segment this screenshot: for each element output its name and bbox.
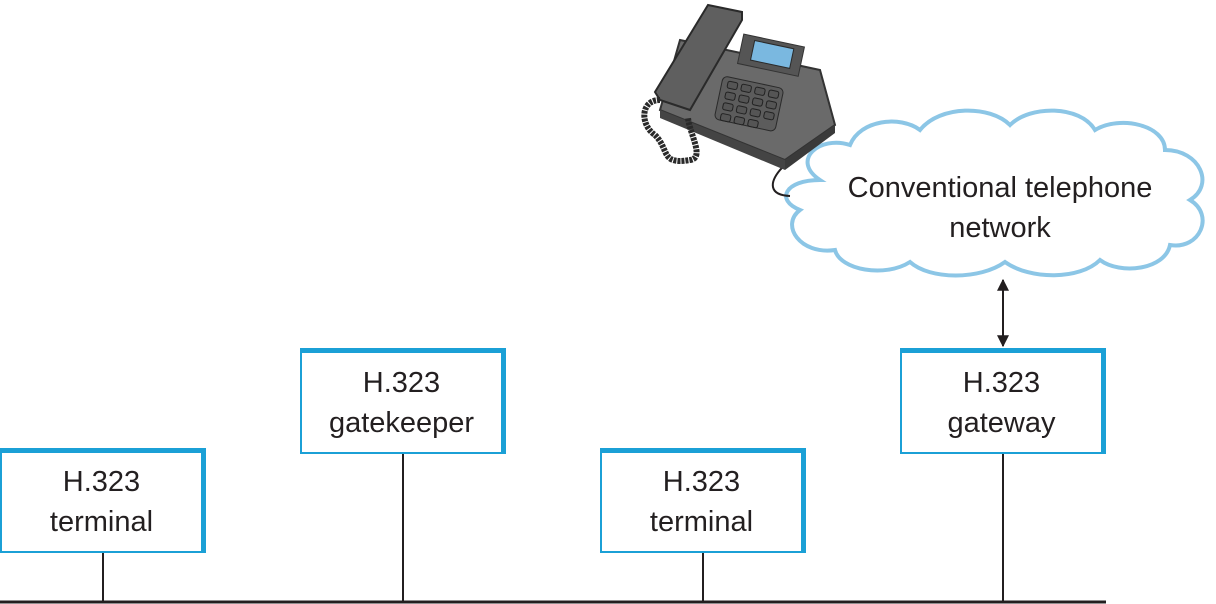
telephone-icon <box>641 3 837 170</box>
node-label-line2: gateway <box>947 406 1056 439</box>
cloud-label-line1: Conventional telephone <box>847 172 1153 204</box>
node-label-line1: H.323 <box>662 466 741 498</box>
node-label-line1: H.323 <box>362 366 441 399</box>
node-label-line2: terminal <box>649 506 754 538</box>
node-label-line2: terminal <box>49 506 154 538</box>
node-label-line1: H.323 <box>962 366 1041 399</box>
node-gatekeeper: H.323 gatekeeper <box>300 348 506 454</box>
node-terminal-1: H.323 terminal <box>0 448 206 553</box>
node-terminal-2: H.323 terminal <box>600 448 806 553</box>
cloud-label: Conventional telephone network <box>810 168 1190 248</box>
node-label-line1: H.323 <box>62 466 141 498</box>
cloud-label-line2: network <box>949 212 1051 244</box>
node-label-line2: gatekeeper <box>328 406 475 439</box>
node-gateway: H.323 gateway <box>900 348 1106 454</box>
cloud-shape <box>784 108 1205 278</box>
